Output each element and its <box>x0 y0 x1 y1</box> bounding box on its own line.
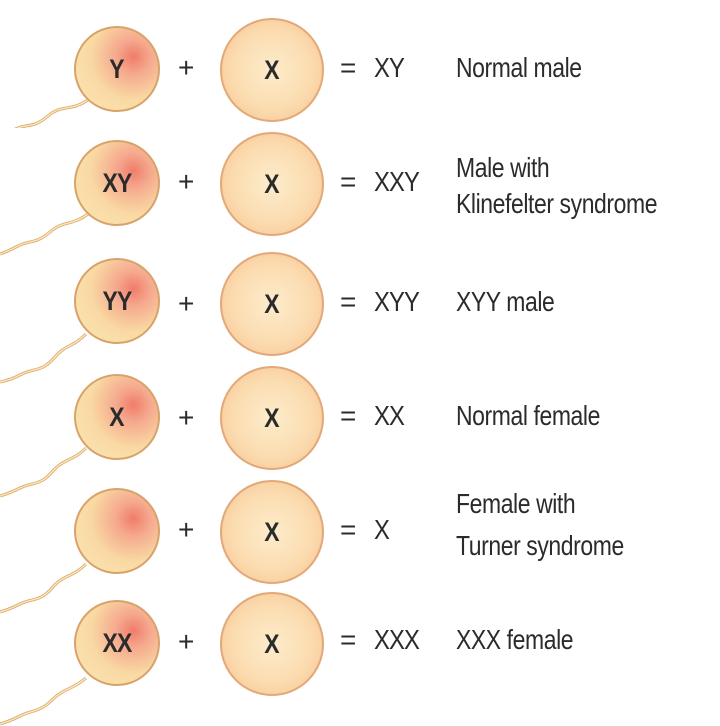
sperm-head: Y <box>74 26 160 112</box>
description-line: Male with <box>456 152 550 183</box>
egg-chromosomes: X <box>264 168 280 199</box>
plus-sign: + <box>178 166 195 197</box>
sperm-chromosomes: Y <box>109 53 125 84</box>
egg-cell: X <box>220 592 324 696</box>
plus-sign: + <box>178 288 195 319</box>
equals-sign: = <box>340 166 357 197</box>
sperm-head: X <box>74 374 160 460</box>
result-karyotype: X <box>374 514 390 545</box>
combination-row: XY + X = XXY Male with Klinefelter syndr… <box>0 126 720 256</box>
description-line: Turner syndrome <box>456 530 624 561</box>
egg-cell: X <box>220 366 324 470</box>
result-description: Normal female <box>456 398 600 434</box>
sperm-tail <box>0 562 88 614</box>
plus-sign: + <box>178 626 195 657</box>
sperm-tail <box>0 332 88 384</box>
egg-chromosomes: X <box>264 54 280 85</box>
plus-sign: + <box>178 402 195 433</box>
result-karyotype: XXX <box>374 624 420 655</box>
result-description: Normal male <box>456 50 582 86</box>
result-description: Female with Turner syndrome <box>456 486 624 564</box>
equals-sign: = <box>340 52 357 83</box>
equals-sign: = <box>340 400 357 431</box>
egg-chromosomes: X <box>264 288 280 319</box>
sperm-tail <box>0 446 88 498</box>
equals-sign: = <box>340 514 357 545</box>
egg-chromosomes: X <box>264 628 280 659</box>
description-line: Klinefelter syndrome <box>456 188 658 219</box>
description-line: XYY male <box>456 286 555 317</box>
sperm-tail <box>14 98 89 128</box>
combination-row: Y + X = XY Normal male <box>0 12 720 128</box>
equals-sign: = <box>340 624 357 655</box>
plus-sign: + <box>178 514 195 545</box>
sperm-chromosomes: X <box>109 401 125 432</box>
egg-cell: X <box>220 132 324 236</box>
result-karyotype: XYY <box>374 286 420 317</box>
sperm-tail <box>0 212 89 256</box>
sperm-chromosomes: YY <box>102 285 133 316</box>
egg-chromosomes: X <box>264 402 280 433</box>
sperm-tail <box>0 676 87 726</box>
combination-row: XX + X = XXX XXX female <box>0 590 720 726</box>
result-description: Male with Klinefelter syndrome <box>456 150 658 222</box>
sperm-head: XX <box>74 600 160 686</box>
description-line: Normal female <box>456 400 600 431</box>
combination-row: X + X = XX Normal female <box>0 360 720 498</box>
result-karyotype: XY <box>374 52 405 83</box>
combination-row: YY + X = XYY XYY male <box>0 244 720 384</box>
egg-cell: X <box>220 252 324 356</box>
sperm-chromosomes: XX <box>102 627 133 658</box>
egg-cell: X <box>220 18 324 122</box>
result-karyotype: XX <box>374 400 405 431</box>
sperm-head: XY <box>74 140 160 226</box>
equals-sign: = <box>340 286 357 317</box>
combination-row: + X = X Female with Turner syndrome <box>0 476 720 614</box>
sperm-chromosomes: XY <box>102 167 133 198</box>
result-description: XYY male <box>456 284 555 320</box>
egg-cell: X <box>220 480 324 584</box>
description-line: XXX female <box>456 624 574 655</box>
sperm-head: YY <box>74 258 160 344</box>
plus-sign: + <box>178 52 195 83</box>
result-description: XXX female <box>456 622 574 658</box>
egg-chromosomes: X <box>264 516 280 547</box>
sperm-head <box>74 488 160 574</box>
description-line: Normal male <box>456 52 582 83</box>
result-karyotype: XXY <box>374 166 420 197</box>
description-line: Female with <box>456 488 576 519</box>
